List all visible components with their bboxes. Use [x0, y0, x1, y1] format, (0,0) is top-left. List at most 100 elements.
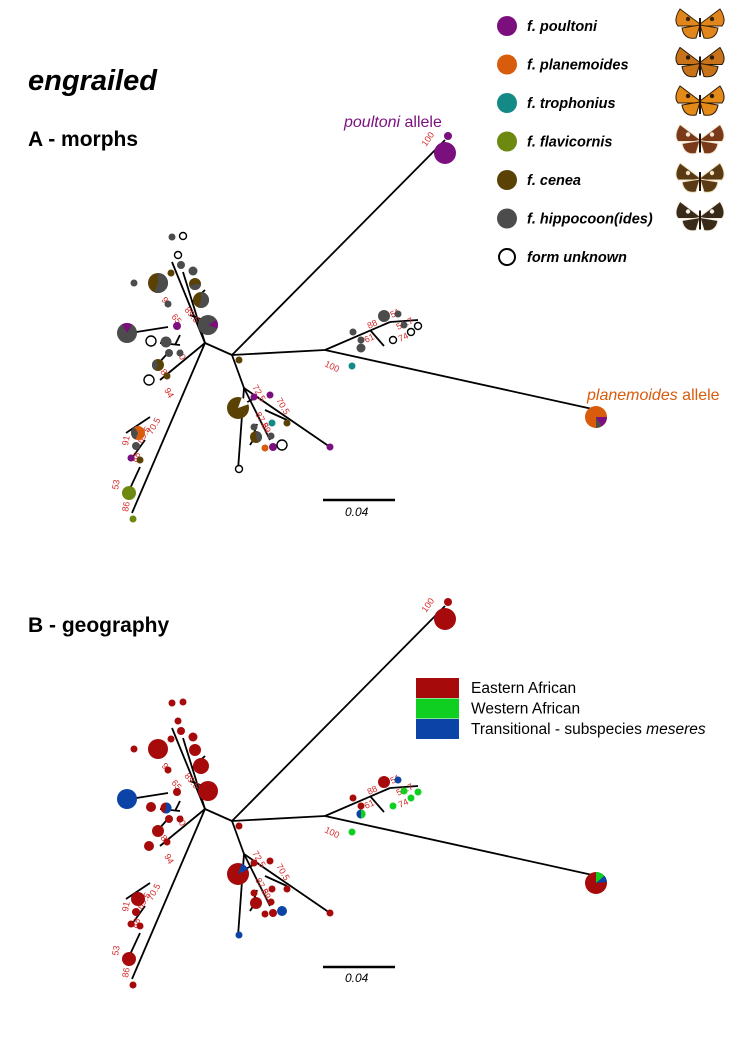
poultoni-allele-italic: poultoni: [343, 114, 400, 131]
bootstrap-label: 88: [366, 784, 379, 797]
bootstrap-label: 74: [397, 331, 410, 344]
tip-node: [177, 261, 185, 269]
tip-node: [444, 132, 452, 140]
tip-node: [174, 717, 182, 725]
tree-branch: [231, 820, 245, 855]
tip-node: [132, 442, 140, 450]
tree-branch: [389, 785, 419, 789]
bootstrap-label: 94: [162, 852, 176, 866]
poultoni-allele-rest: allele: [400, 114, 442, 131]
morph-legend-item: f. planemoides: [497, 46, 725, 78]
bootstrap-label: 86: [120, 501, 132, 513]
tip-node: [400, 787, 408, 795]
tip-node: [168, 699, 176, 707]
legend-label: f. poultoni: [527, 19, 598, 35]
tree-branch: [324, 349, 598, 411]
tip-node: [389, 802, 397, 810]
butterfly-hippocoon-icon: [675, 200, 725, 232]
tip-node: [250, 393, 258, 401]
legend-label: f. hippocoon(ides): [527, 212, 653, 228]
tip-node: [127, 454, 135, 462]
pie-slice: [198, 292, 209, 308]
tip-node: [129, 515, 137, 523]
bootstrap-label: 94: [162, 386, 176, 400]
tip-node: [164, 766, 172, 774]
tip-node: [176, 349, 184, 357]
tip-node: [136, 456, 144, 464]
tip-node: [326, 909, 334, 917]
scale-bar-b-label: 0.04: [345, 971, 369, 985]
legend-label: f. cenea: [527, 173, 581, 189]
tip-node: [283, 419, 291, 427]
tip-node: [193, 758, 209, 774]
bootstrap-label: 100: [419, 596, 436, 614]
tip-node: [136, 922, 144, 930]
figure-title: engrailed: [28, 65, 158, 97]
bootstrap-label: 74: [397, 797, 410, 810]
morph-legend-item: f. flavicornis: [497, 123, 725, 155]
tree-branch: [174, 334, 181, 346]
bootstrap-label: 100: [323, 359, 341, 374]
tip-unknown-form: [413, 321, 423, 331]
tip-node: [434, 142, 456, 164]
tip-node: [349, 328, 357, 336]
bootstrap-label: 91: [120, 901, 132, 913]
tip-node: [348, 362, 356, 370]
panel-b-title: B - geography: [28, 614, 169, 637]
tip-node: [165, 815, 173, 823]
tip-node: [348, 828, 356, 836]
bootstrap-label: 91: [120, 435, 132, 447]
tree-branch: [264, 409, 288, 421]
tip-node: [173, 322, 181, 330]
tip-node: [130, 745, 138, 753]
tree-branch: [243, 853, 331, 914]
tree-branch: [131, 808, 206, 980]
tip-unknown-form: [173, 250, 183, 260]
pie-slice: [361, 809, 366, 819]
bootstrap-label: 88: [366, 318, 379, 331]
legend-swatch: [416, 698, 459, 719]
tip-node: [164, 300, 172, 308]
tip-node: [167, 269, 175, 277]
pie-slice: [154, 273, 169, 293]
tree-branch: [264, 875, 288, 887]
tree-branch: [125, 416, 151, 434]
pie-slice: [238, 863, 248, 874]
tip-node: [152, 825, 164, 837]
geo-legend-item: Transitional - subspecies meseres: [416, 719, 706, 739]
legend-swatch: [497, 131, 517, 152]
tip-node: [144, 841, 154, 851]
legend-label-plain: Transitional - subspecies: [471, 721, 646, 738]
bootstrap-label: 86: [120, 967, 132, 979]
tip-node: [176, 815, 184, 823]
morph-legend-item: f. cenea: [497, 162, 725, 193]
tip-node: [122, 486, 136, 500]
legend-label: f. planemoides: [527, 58, 629, 74]
tree-branch: [369, 795, 385, 813]
pie-slice: [256, 431, 262, 443]
tip-node: [349, 794, 357, 802]
tree-branch: [324, 787, 391, 817]
tip-node: [188, 732, 198, 742]
bootstrap-label: 70.5: [274, 396, 291, 416]
tip-node: [168, 233, 176, 241]
pie-slice: [164, 802, 172, 814]
tip-node: [148, 739, 168, 759]
tip-node: [165, 349, 173, 357]
tip-unknown-form: [276, 439, 288, 451]
scale-bar-a: 0.04: [323, 498, 395, 519]
bootstrap-label: 61: [363, 332, 376, 345]
legend-swatch: [416, 719, 459, 739]
tip-node: [177, 727, 185, 735]
bootstrap-label: 100: [419, 130, 436, 148]
legend-swatch: [497, 93, 517, 113]
butterfly-planemoides-icon: [675, 46, 725, 78]
tip-unknown-form: [145, 335, 157, 347]
tip-node: [235, 356, 243, 364]
tip-unknown-form: [406, 327, 416, 337]
tip-node: [198, 781, 218, 801]
tip-node: [131, 892, 145, 906]
tip-node: [129, 981, 137, 989]
tip-node: [394, 776, 402, 784]
